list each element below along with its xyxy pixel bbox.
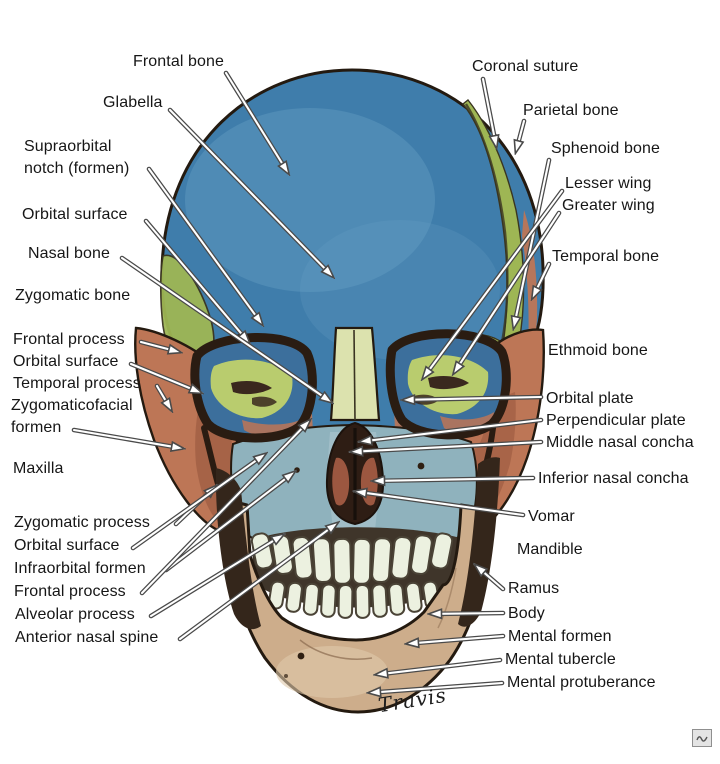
arrow-zygomaticofacial-formen <box>71 427 184 449</box>
label-zygomatic-process-maxilla: Zygomatic process <box>14 514 150 531</box>
arrow-ramus <box>475 564 506 592</box>
arrow-mental-formen <box>406 633 506 644</box>
label-lesser-wing: Lesser wing <box>565 175 652 192</box>
arrow-glabella <box>167 107 334 278</box>
label-inferior-nasal-concha: Inferior nasal concha <box>538 470 689 487</box>
label-mental-protuberance: Mental protuberance <box>507 674 656 691</box>
label-orbital-surface-frontal: Orbital surface <box>22 206 128 223</box>
label-zygomatic-bone: Zygomatic bone <box>15 287 131 304</box>
arrow-greater-wing <box>453 210 562 374</box>
label-anterior-nasal-spine: Anterior nasal spine <box>15 629 159 646</box>
arrow-temporal-bone <box>532 261 552 299</box>
chin-crease <box>299 639 373 660</box>
label-mandible: Mandible <box>517 541 583 558</box>
chin-highlight <box>276 646 388 698</box>
arrow-temporal-process <box>154 383 172 411</box>
tooth <box>302 582 320 616</box>
arrow-supraorbital-notch <box>146 166 263 325</box>
arrow-frontal-process-zygomatic <box>138 339 181 352</box>
tooth <box>371 583 388 618</box>
tooth <box>320 583 337 618</box>
coronal-suture-line <box>464 103 509 361</box>
label-temporal-process: Temporal process <box>13 375 141 392</box>
label-ramus: Ramus <box>508 580 560 597</box>
mental-foramen-dot <box>297 652 305 660</box>
label-temporal-bone: Temporal bone <box>552 248 660 265</box>
label-orbital-surface-zygomatic: Orbital surface <box>13 353 119 370</box>
label-vomar: Vomar <box>528 508 575 525</box>
tooth <box>430 532 454 570</box>
tooth <box>332 537 352 585</box>
arrow-body <box>429 613 506 614</box>
arrow-infraorbital-formen <box>163 471 295 573</box>
tooth <box>337 583 354 619</box>
arrow-alveolar-process <box>148 534 284 619</box>
label-infraorbital-formen: Infraorbital formen <box>14 560 146 577</box>
arrow-orbital-surface-zygomatic <box>128 361 202 393</box>
tooth <box>354 583 371 619</box>
label-parietal-bone: Parietal bone <box>523 102 619 119</box>
label-supraorbital-notch: Supraorbital notch (formen) <box>24 138 130 177</box>
left-concha <box>332 457 350 506</box>
label-body: Body <box>508 605 545 622</box>
label-frontal-bone: Frontal bone <box>133 53 225 70</box>
internasal-suture <box>353 329 356 421</box>
jaw-crease <box>437 567 457 629</box>
label-mental-tubercle: Mental tubercle <box>505 651 616 668</box>
tooth <box>410 534 433 575</box>
tooth <box>352 537 372 585</box>
arrow-vomar <box>354 491 526 518</box>
arrow-frontal-bone <box>223 70 289 174</box>
label-frontal-process-maxilla: Frontal process <box>14 583 126 600</box>
arrow-coronal-suture <box>480 76 497 148</box>
label-middle-nasal-concha: Middle nasal concha <box>546 434 694 451</box>
label-maxilla: Maxilla <box>13 460 64 477</box>
label-orbital-surface-maxilla: Orbital surface <box>14 537 120 554</box>
skull-art <box>134 68 545 714</box>
arrow-orbital-plate <box>402 397 544 400</box>
tooth <box>390 535 413 580</box>
arrow-mental-protuberance <box>368 680 505 693</box>
label-ethmoid-bone: Ethmoid bone <box>548 342 648 359</box>
arrow-inferior-nasal-concha <box>372 478 536 481</box>
tooth <box>405 581 423 613</box>
leader-arrows <box>71 70 565 693</box>
arrow-nasal-bone <box>119 255 332 403</box>
label-greater-wing: Greater wing <box>562 197 655 214</box>
label-mental-formen: Mental formen <box>508 628 612 645</box>
label-zygomaticofacial-formen: Zygomaticofacial formen <box>11 397 133 436</box>
tooth <box>371 537 393 584</box>
label-perpendicular-plate: Perpendicular plate <box>546 412 686 429</box>
arrow-middle-nasal-concha <box>350 439 544 452</box>
arrow-frontal-process-maxilla <box>139 419 311 596</box>
arrow-mental-tubercle <box>375 657 503 675</box>
arrow-sphenoid-bone <box>513 157 552 329</box>
arrow-perpendicular-plate <box>359 417 544 442</box>
right-ramus-shadow <box>458 457 500 627</box>
arrow-orbital-surface-frontal <box>143 218 250 343</box>
label-sphenoid-bone: Sphenoid bone <box>551 140 660 157</box>
tooth <box>388 582 406 616</box>
tooth <box>311 537 333 584</box>
label-orbital-plate: Orbital plate <box>546 390 634 407</box>
tooth <box>285 581 303 613</box>
chin-fleck <box>284 674 288 678</box>
arrow-parietal-bone <box>516 118 527 153</box>
teeth <box>250 532 454 619</box>
label-frontal-process-zygomatic: Frontal process <box>13 331 125 348</box>
left-orbit <box>190 333 317 443</box>
label-alveolar-process: Alveolar process <box>15 606 135 623</box>
label-glabella: Glabella <box>103 94 163 111</box>
arrow-anterior-nasal-spine <box>177 522 338 642</box>
right-temporal-sliver <box>522 210 538 360</box>
label-coronal-suture: Coronal suture <box>472 58 579 75</box>
right-orbit <box>385 329 511 440</box>
arrow-orbital-surface-maxilla <box>130 453 266 551</box>
label-nasal-bone: Nasal bone <box>28 245 110 262</box>
arrow-lesser-wing <box>422 188 565 379</box>
right-infraorbital-foramen-dot <box>417 462 425 470</box>
broken-image-icon <box>692 729 712 747</box>
